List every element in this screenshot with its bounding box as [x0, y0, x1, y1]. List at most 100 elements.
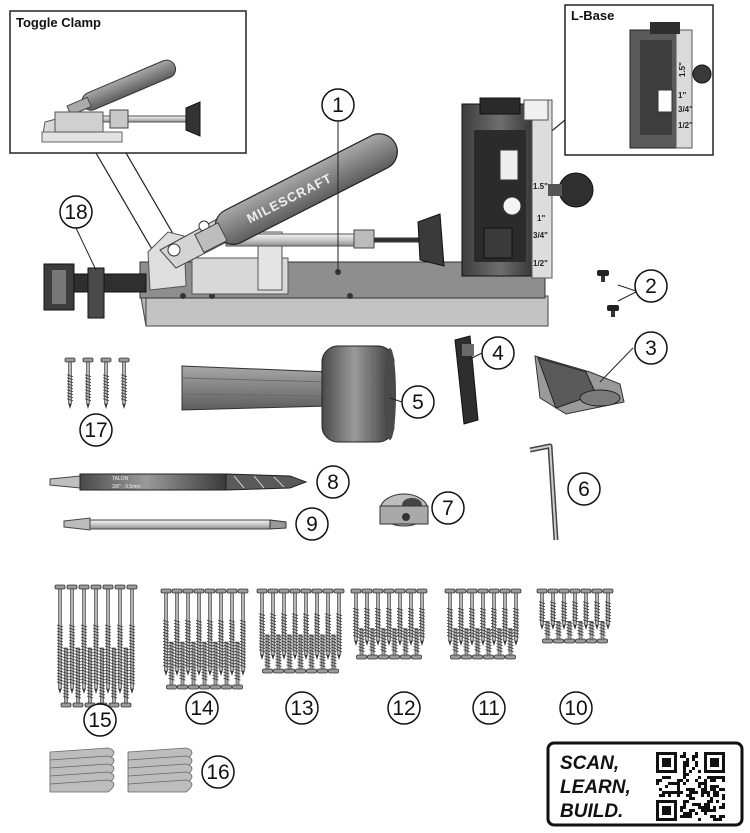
screw — [411, 628, 422, 660]
screw — [284, 634, 295, 674]
part-number: 6 — [578, 478, 590, 501]
callout-1: 1 — [321, 88, 355, 122]
screw — [389, 628, 400, 660]
depth-mark-1: 1.5" — [533, 182, 548, 191]
part-number: 8 — [327, 471, 339, 494]
screw — [400, 628, 411, 660]
mounting-screws — [597, 270, 637, 317]
callout-18: 18 — [59, 195, 93, 229]
screw — [64, 357, 76, 409]
part-number: 9 — [306, 513, 318, 536]
pocket-hole-jig: MILESCRAFT 1.5" 1" 3/4" 1/2" — [43, 97, 594, 327]
part-number: 2 — [645, 275, 657, 298]
screw — [237, 588, 249, 676]
screw — [166, 641, 177, 690]
screw — [160, 588, 172, 676]
plug-set — [127, 747, 193, 793]
screw — [494, 628, 505, 660]
screws-17 — [64, 357, 130, 409]
screw — [477, 588, 489, 646]
callout-5: 5 — [401, 385, 435, 419]
screw — [182, 588, 194, 676]
screw — [306, 634, 317, 674]
depth-mark-4: 1/2" — [533, 259, 548, 268]
screw — [204, 588, 216, 676]
screw — [536, 588, 548, 630]
leader-line — [599, 347, 634, 383]
callout-16: 16 — [201, 755, 235, 789]
l-base-mark-4: 1/2" — [678, 121, 693, 130]
jig-foot — [534, 355, 625, 415]
screw — [333, 588, 345, 660]
driver-bit — [63, 517, 287, 531]
l-base-mark-2: 1" — [678, 91, 686, 100]
screw — [262, 634, 273, 674]
part-number: 1 — [332, 94, 344, 117]
screw — [488, 588, 500, 646]
scan-learn-build-box[interactable]: SCAN, LEARN, BUILD. — [546, 741, 744, 827]
leader-line — [75, 227, 97, 271]
screw — [278, 588, 290, 660]
part-number: 7 — [442, 497, 454, 520]
depth-mark-2: 1" — [537, 214, 545, 223]
screw-groups — [54, 584, 614, 708]
screw — [328, 634, 339, 674]
screw — [597, 621, 608, 644]
drill-bit: TALON 3/8" - 9.5mm — [49, 473, 308, 491]
callout-10: 10 — [559, 691, 593, 725]
screw — [199, 641, 210, 690]
depth-mark-3: 3/4" — [533, 231, 548, 240]
screw — [553, 621, 564, 644]
screw — [188, 641, 199, 690]
screw — [569, 588, 581, 630]
screw — [171, 588, 183, 676]
screw — [66, 584, 78, 694]
screw — [505, 628, 516, 660]
screw — [383, 588, 395, 646]
leader-line — [467, 352, 483, 361]
callout-15: 15 — [83, 703, 117, 737]
callout-2: 2 — [634, 269, 668, 303]
screw — [54, 584, 66, 694]
screw — [177, 641, 188, 690]
part-number: 5 — [412, 391, 424, 414]
screw — [547, 588, 559, 630]
part-number: 17 — [84, 419, 107, 442]
qr-code[interactable] — [656, 752, 725, 821]
drill-bit-text-1: TALON — [112, 476, 129, 482]
callout-3: 3 — [634, 331, 668, 365]
screw — [405, 588, 417, 646]
screw-group-10 — [536, 588, 614, 644]
stop-collar — [379, 493, 429, 527]
screw — [367, 628, 378, 660]
part-number: 4 — [492, 342, 504, 365]
screw — [356, 628, 367, 660]
screw-group-11 — [444, 588, 522, 660]
screw — [416, 588, 428, 646]
toggle-clamp-inset: Toggle Clamp — [9, 10, 247, 154]
clamp-pad — [454, 335, 479, 425]
screw — [461, 628, 472, 660]
screw — [60, 647, 72, 708]
callout-12: 12 — [387, 691, 421, 725]
screw — [558, 588, 570, 630]
l-base-mark-1: 1.5" — [678, 62, 687, 77]
screw — [114, 584, 126, 694]
callout-17: 17 — [79, 413, 113, 447]
drill-bit-text-2: 3/8" - 9.5mm — [112, 484, 140, 490]
screw — [466, 588, 478, 646]
part-number: 3 — [645, 337, 657, 360]
scan-line-3: BUILD. — [560, 801, 623, 822]
screw — [394, 588, 406, 646]
screw — [300, 588, 312, 660]
l-base-inset: L-Base 1.5" 1" 3/4" 1/2" — [564, 4, 714, 156]
screw — [210, 641, 221, 690]
l-base-mark-3: 3/4" — [678, 105, 693, 114]
part-number: 13 — [290, 697, 313, 720]
part-number: 11 — [478, 697, 500, 720]
plug-set — [49, 747, 115, 793]
screw — [542, 621, 553, 644]
part-number: 10 — [564, 697, 587, 720]
screw — [322, 588, 334, 660]
callout-9: 9 — [295, 507, 329, 541]
